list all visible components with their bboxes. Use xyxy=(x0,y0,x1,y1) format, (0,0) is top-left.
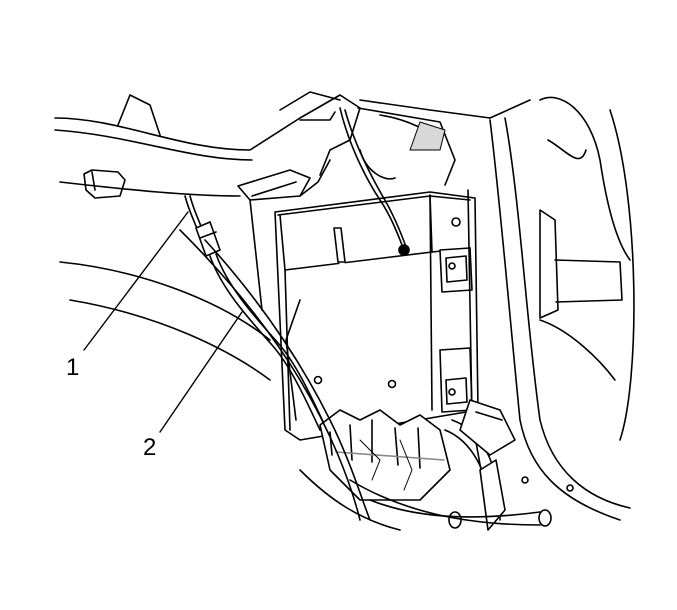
leader-line-2 xyxy=(159,311,243,433)
callout-1-label: 1 xyxy=(66,354,80,381)
control-module xyxy=(274,191,479,441)
body-pillar xyxy=(467,96,635,521)
floor-contours xyxy=(59,229,401,531)
lower-harness-bundle xyxy=(319,399,574,531)
bracket-stub xyxy=(59,169,241,199)
wire-harness xyxy=(184,195,327,431)
mounting-bracket xyxy=(237,159,331,311)
leader-line-1 xyxy=(83,211,189,351)
antenna-cable xyxy=(339,107,409,253)
callout-2-label: 2 xyxy=(143,434,157,461)
upper-trim-panel xyxy=(54,91,491,186)
